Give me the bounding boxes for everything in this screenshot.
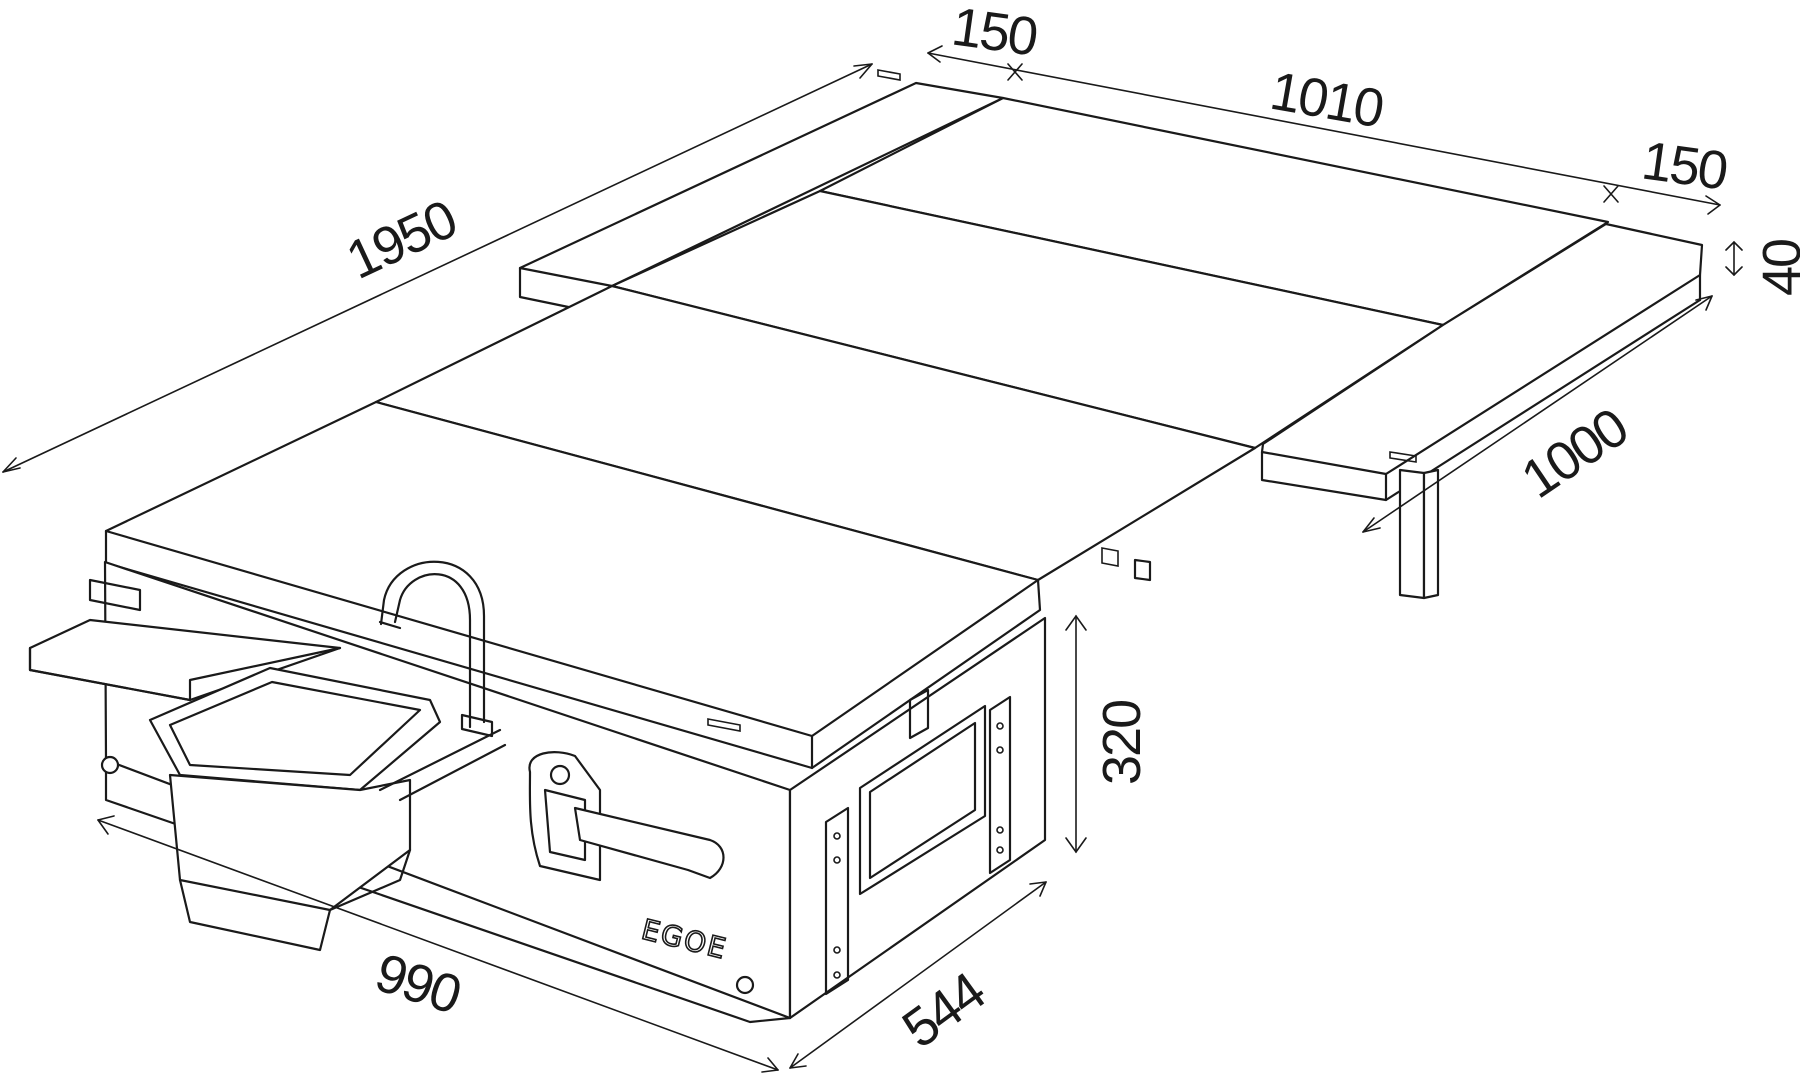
dim-990-label: 990 <box>368 942 467 1025</box>
dim-150-left-label: 150 <box>948 0 1040 68</box>
axe <box>528 751 725 882</box>
dim-544-label: 544 <box>892 961 996 1060</box>
mattress <box>104 69 1704 770</box>
sink-assembly <box>28 560 755 995</box>
dim-320-label: 320 <box>1092 701 1152 785</box>
dim-1000-label: 1000 <box>1511 397 1638 509</box>
dim-150-right-label: 150 <box>1638 130 1730 201</box>
dim-40-label: 40 <box>1752 240 1800 296</box>
dim-1010-label: 1010 <box>1266 61 1387 140</box>
dimension-lines <box>2 45 1743 1073</box>
dim-1950-label: 1950 <box>338 189 465 291</box>
